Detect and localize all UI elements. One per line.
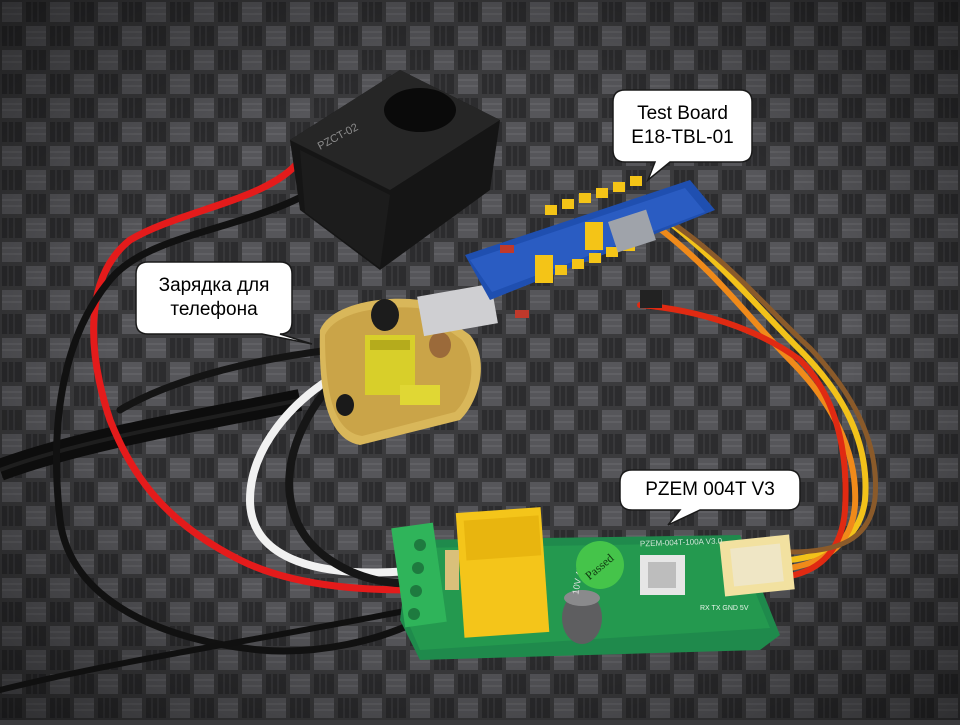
callout-bubble-pzem bbox=[619, 469, 801, 526]
test-board-label-line2: E18-TBL-01 bbox=[631, 127, 734, 148]
usb-port bbox=[417, 283, 498, 337]
wires bbox=[0, 156, 879, 693]
pzem-board-marking: PZEM-004T-100A V3.0 bbox=[640, 537, 723, 549]
charger-capacitor bbox=[371, 299, 399, 331]
radio-module bbox=[608, 209, 656, 253]
terminal-block bbox=[391, 522, 447, 628]
callout-bubble-test-board bbox=[612, 89, 753, 183]
pzem-board: 10V 470 Passed PZEM-004T-100A V3.0 RX TX… bbox=[391, 507, 795, 660]
callout-test-board: Test Board E18-TBL-01 bbox=[613, 90, 752, 162]
connector-marking: RX TX GND 5V bbox=[700, 605, 749, 612]
electrolytic-capacitor bbox=[562, 592, 602, 644]
callout-pzem: PZEM 004T V3 bbox=[620, 470, 800, 510]
black-wire bbox=[53, 176, 424, 655]
test-board-label-line1: Test Board bbox=[637, 103, 728, 124]
pzem-label: PZEM 004T V3 bbox=[645, 479, 775, 500]
passed-sticker bbox=[576, 541, 624, 589]
phone-charger-board bbox=[319, 283, 498, 445]
mains-cable bbox=[0, 389, 303, 481]
current-transformer: PZCT-02 bbox=[290, 70, 500, 270]
test-board bbox=[465, 176, 715, 318]
charger-label-line2: телефона bbox=[170, 299, 258, 320]
signal-wire-red bbox=[637, 302, 849, 579]
red-wire bbox=[90, 156, 424, 594]
callout-charger: Зарядка для телефона bbox=[136, 262, 292, 334]
charger-label-line1: Зарядка для bbox=[158, 275, 270, 296]
callout-bubble-charger bbox=[135, 261, 313, 345]
signal-wire-brown bbox=[665, 217, 879, 555]
